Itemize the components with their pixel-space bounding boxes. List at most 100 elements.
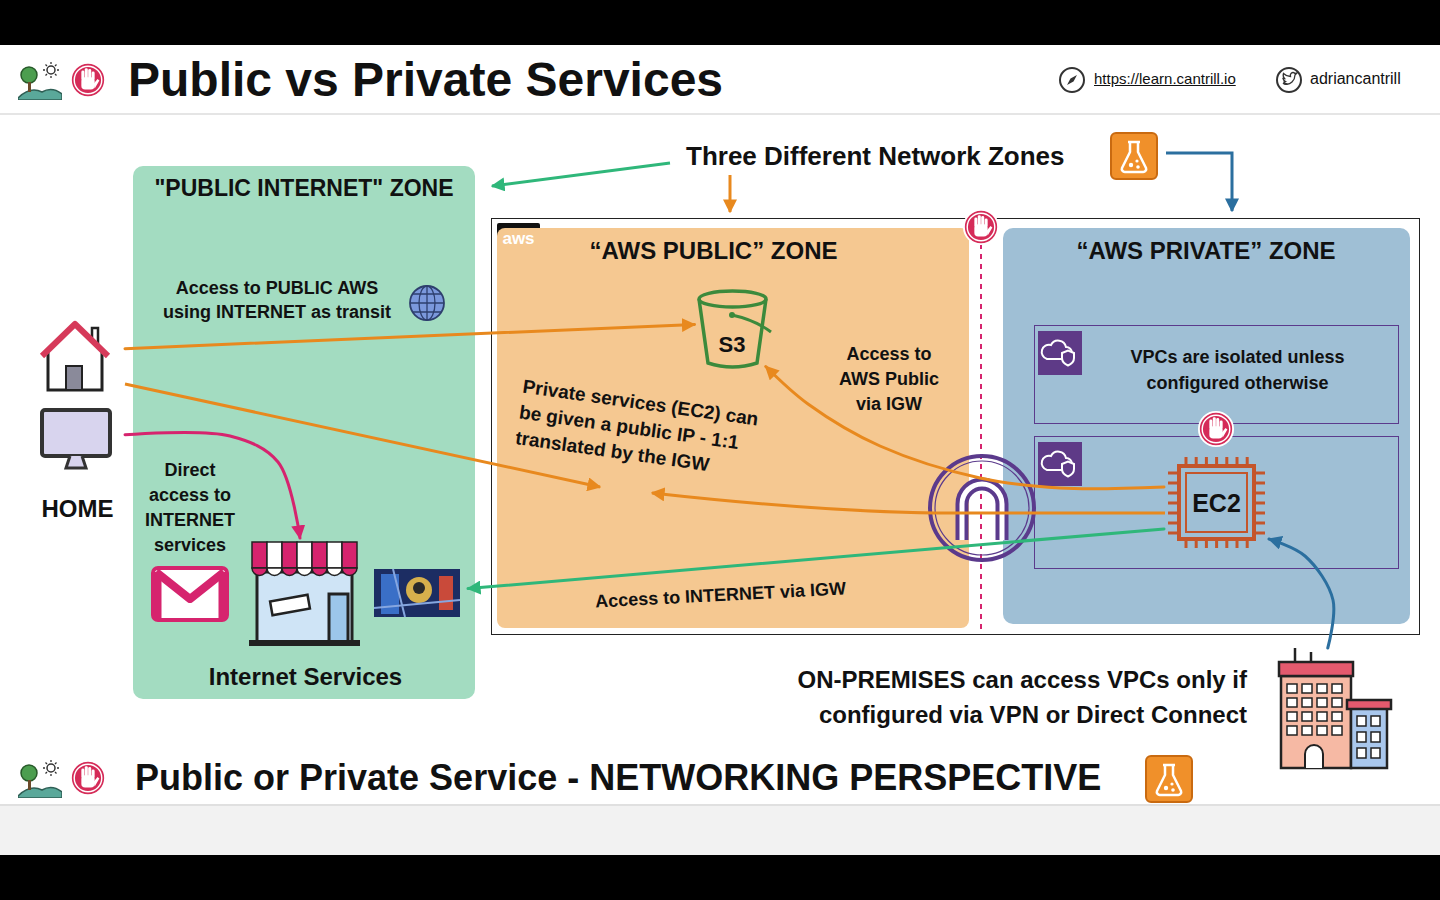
header-rules-part bbox=[0, 113, 1440, 115]
chip-shape-part bbox=[1236, 457, 1239, 466]
shop-icon-part bbox=[270, 595, 310, 615]
screenshot-image-part bbox=[439, 576, 453, 610]
boundary-dotted-line bbox=[981, 244, 982, 632]
header-icons-part bbox=[71, 63, 105, 97]
edge-label: Direct access to INTERNET services bbox=[132, 458, 248, 558]
vpc-icon-part bbox=[1062, 350, 1074, 365]
link-text-holder: https://learn.cantrill.io bbox=[1094, 69, 1294, 88]
chip-shape-part bbox=[1225, 539, 1228, 548]
compass-icon bbox=[1060, 68, 1084, 92]
office-building-part bbox=[1351, 708, 1387, 768]
office-building-part bbox=[1332, 684, 1342, 693]
network-zone-text: "PUBLIC INTERNET" ZONE bbox=[133, 174, 475, 203]
shop-icon-part bbox=[327, 542, 342, 568]
nat-pointer-arrows-part bbox=[652, 493, 1165, 513]
office-building-part bbox=[1279, 662, 1353, 676]
office-building-part bbox=[1371, 716, 1380, 726]
bucket-shape-part bbox=[699, 291, 766, 307]
house-icon-part bbox=[48, 352, 102, 390]
shop-icon-part bbox=[297, 568, 312, 576]
header-rules bbox=[0, 114, 1440, 805]
chip-shape-part bbox=[1195, 457, 1198, 466]
slide-caption-holder: Public or Private Service - NETWORKING P… bbox=[135, 756, 1125, 800]
chip-shape-part bbox=[1215, 457, 1218, 466]
shop-icon-part bbox=[257, 572, 352, 642]
chip-shape-part bbox=[1246, 539, 1249, 548]
heading-text-holder: Three Different Network Zones bbox=[686, 140, 1106, 173]
office-building-part bbox=[1294, 648, 1297, 662]
chip-shape-part bbox=[1168, 482, 1179, 485]
flow-arrow bbox=[125, 325, 695, 349]
note-text-holder: Private services (EC2) can be given a pu… bbox=[518, 391, 773, 469]
office-building-part bbox=[1302, 698, 1312, 707]
vpc-box-text: VPCs are isolated unless configured othe… bbox=[1098, 344, 1378, 396]
flow-arrow bbox=[1269, 539, 1334, 648]
boundary-dotted-line-part bbox=[980, 244, 982, 632]
house-icon-part bbox=[42, 324, 108, 356]
shop-icon-part bbox=[342, 568, 357, 576]
computer-icon-part bbox=[42, 410, 110, 456]
chip-shape-part bbox=[1168, 472, 1179, 475]
shop-icon-part bbox=[267, 542, 282, 568]
stop-hand-icon bbox=[964, 210, 1233, 446]
slide-title: Public vs Private Services bbox=[128, 50, 1028, 110]
mail-icon-part bbox=[156, 572, 224, 599]
home-icon-text: HOME bbox=[30, 494, 125, 524]
mail-icon bbox=[153, 568, 227, 620]
chip-shape-part bbox=[1246, 457, 1249, 466]
service-group-text: Internet Services bbox=[143, 662, 468, 692]
chip-shape-part bbox=[1185, 457, 1188, 466]
home-icon: HOME bbox=[30, 318, 125, 528]
shop-icon-part bbox=[252, 568, 267, 576]
shop-icon-part bbox=[342, 542, 357, 568]
chip-shape-part bbox=[1168, 512, 1179, 515]
shop-icon-part bbox=[329, 594, 348, 642]
vpc-icon bbox=[1038, 331, 1082, 375]
flask-icon bbox=[1111, 133, 1192, 802]
chip-icon-text: EC2 bbox=[1179, 488, 1254, 518]
service-group: Internet Services bbox=[143, 538, 468, 696]
footer-band bbox=[0, 806, 1440, 855]
shop-icon-part bbox=[297, 542, 312, 568]
office-building-part bbox=[1305, 745, 1323, 768]
chip-shape-part bbox=[1168, 522, 1179, 525]
house-icon-part bbox=[66, 366, 82, 390]
office-building-part bbox=[1332, 698, 1342, 707]
office-building-part bbox=[1310, 652, 1313, 662]
office-building-part bbox=[1357, 748, 1366, 758]
chip-shape-part bbox=[1195, 539, 1198, 548]
office-building-part bbox=[1287, 712, 1297, 721]
shop-icon-part bbox=[249, 640, 360, 646]
edge-label-holder: Access to AWS Public via IGW bbox=[830, 342, 948, 417]
vpc-box: EC2 bbox=[1034, 436, 1399, 569]
office-building-part bbox=[1357, 716, 1366, 726]
chip-shape-part bbox=[1185, 539, 1188, 548]
heading-text: Three Different Network Zones bbox=[686, 140, 1106, 173]
mail-icon-part bbox=[158, 572, 222, 618]
network-zone-text: “AWS PUBLIC” ZONE bbox=[497, 236, 931, 266]
edge-label-holder: Direct access to INTERNET services bbox=[132, 458, 248, 558]
handle-text: adriancantrill bbox=[1310, 69, 1430, 89]
edge-label: Access to AWS Public via IGW bbox=[830, 342, 948, 417]
chip-shape-part bbox=[1236, 539, 1239, 548]
office-building-part bbox=[1287, 726, 1297, 735]
zone-pointer-arrows-part bbox=[492, 163, 670, 186]
chip-shape-part bbox=[1168, 532, 1179, 535]
globe-icon-part bbox=[410, 294, 444, 312]
house-icon bbox=[42, 324, 108, 390]
chip-shape-part bbox=[1168, 492, 1179, 495]
chip-shape-part bbox=[1254, 472, 1265, 475]
office-building-part bbox=[1317, 698, 1327, 707]
office-building-part bbox=[1302, 684, 1312, 693]
chip-icon: EC2 bbox=[1164, 454, 1269, 549]
office-building-part bbox=[1302, 712, 1312, 721]
bucket-icon-text: S3 bbox=[695, 331, 770, 359]
computer-icon-part bbox=[66, 456, 86, 468]
office-building-part bbox=[1357, 732, 1366, 742]
stop-hand-icon-part bbox=[1199, 412, 1233, 446]
screenshot-image-part bbox=[374, 569, 460, 617]
chip-shape-part bbox=[1225, 457, 1228, 466]
shop-icon bbox=[249, 542, 360, 646]
bird-icon bbox=[1277, 68, 1301, 92]
